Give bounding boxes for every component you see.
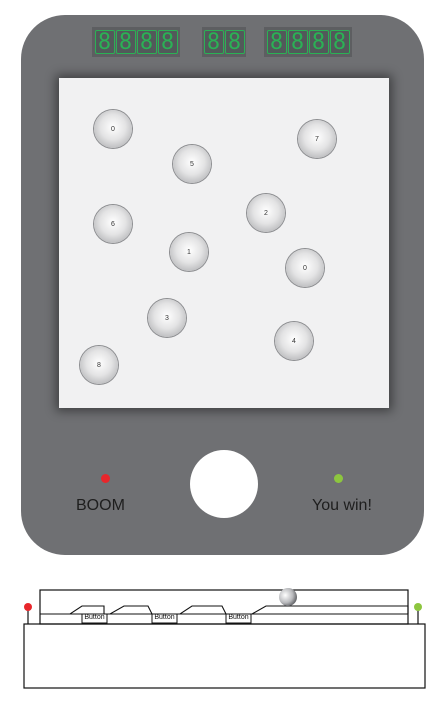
- ball[interactable]: 7: [298, 120, 336, 158]
- win-led-icon: [334, 474, 343, 483]
- lose-label: BOOM: [76, 497, 125, 514]
- schematic-track: [40, 605, 409, 615]
- schematic-base: [23, 623, 426, 689]
- schematic-green-led-icon: [414, 603, 422, 611]
- display-digit: 8: [115, 30, 136, 55]
- schematic-red-led-icon: [24, 603, 32, 611]
- display-middle: 8 8: [202, 27, 246, 57]
- schematic-button-label: Button: [154, 614, 175, 621]
- game-board: 0 5 7 6 2 1 0 3 4 8: [59, 78, 389, 408]
- win-label: You win!: [312, 497, 372, 514]
- schematic-button: [81, 613, 108, 624]
- ball[interactable]: 4: [275, 322, 313, 360]
- ball[interactable]: 3: [148, 299, 186, 337]
- display-digit: 8: [94, 30, 115, 55]
- display-digit: 8: [136, 30, 157, 55]
- schematic-button: [225, 613, 252, 624]
- display-left: 8 8 8 8: [92, 27, 180, 57]
- ball[interactable]: 1: [170, 233, 208, 271]
- display-digit: 8: [308, 30, 329, 55]
- ball[interactable]: 2: [247, 194, 285, 232]
- main-button[interactable]: [190, 450, 258, 518]
- lose-led-icon: [101, 474, 110, 483]
- ball[interactable]: 0: [286, 249, 324, 287]
- schematic-button-label: Button: [228, 614, 249, 621]
- display-right: 8 8 8 8: [264, 27, 352, 57]
- schematic-button-label: Button: [84, 614, 105, 621]
- display-digit: 8: [329, 30, 350, 55]
- ball[interactable]: 0: [94, 110, 132, 148]
- ball[interactable]: 6: [94, 205, 132, 243]
- schematic-ball-icon: [279, 588, 297, 606]
- display-digit: 8: [224, 30, 245, 55]
- display-digit: 8: [157, 30, 178, 55]
- ball[interactable]: 5: [173, 145, 211, 183]
- display-digit: 8: [266, 30, 287, 55]
- display-digit: 8: [287, 30, 308, 55]
- schematic-button: [151, 613, 178, 624]
- display-digit: 8: [203, 30, 224, 55]
- ball[interactable]: 8: [80, 346, 118, 384]
- side-schematic: [23, 588, 426, 689]
